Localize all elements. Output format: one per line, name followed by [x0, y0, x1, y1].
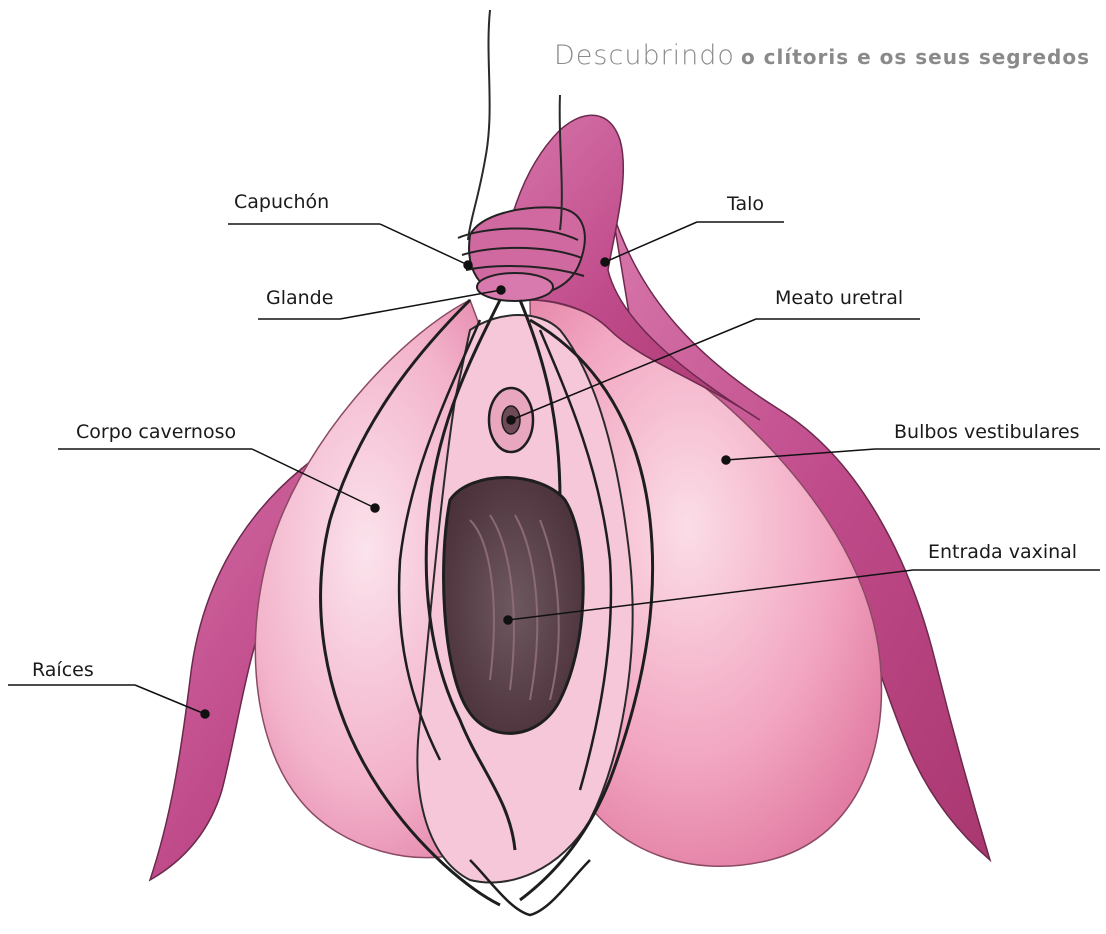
label-bulbos-vestibulares: Bulbos vestibulares [894, 421, 1080, 443]
label-entrada-vaxinal: Entrada vaxinal [928, 541, 1077, 563]
label-glande: Glande [266, 287, 333, 309]
label-corpo-cavernoso: Corpo cavernoso [76, 421, 236, 443]
label-capuchon: Capuchón [234, 191, 329, 213]
glans-tip [477, 273, 553, 301]
label-meato-uretral: Meato uretral [775, 287, 903, 309]
label-raices: Raíces [32, 659, 94, 681]
label-talo: Talo [726, 193, 764, 215]
